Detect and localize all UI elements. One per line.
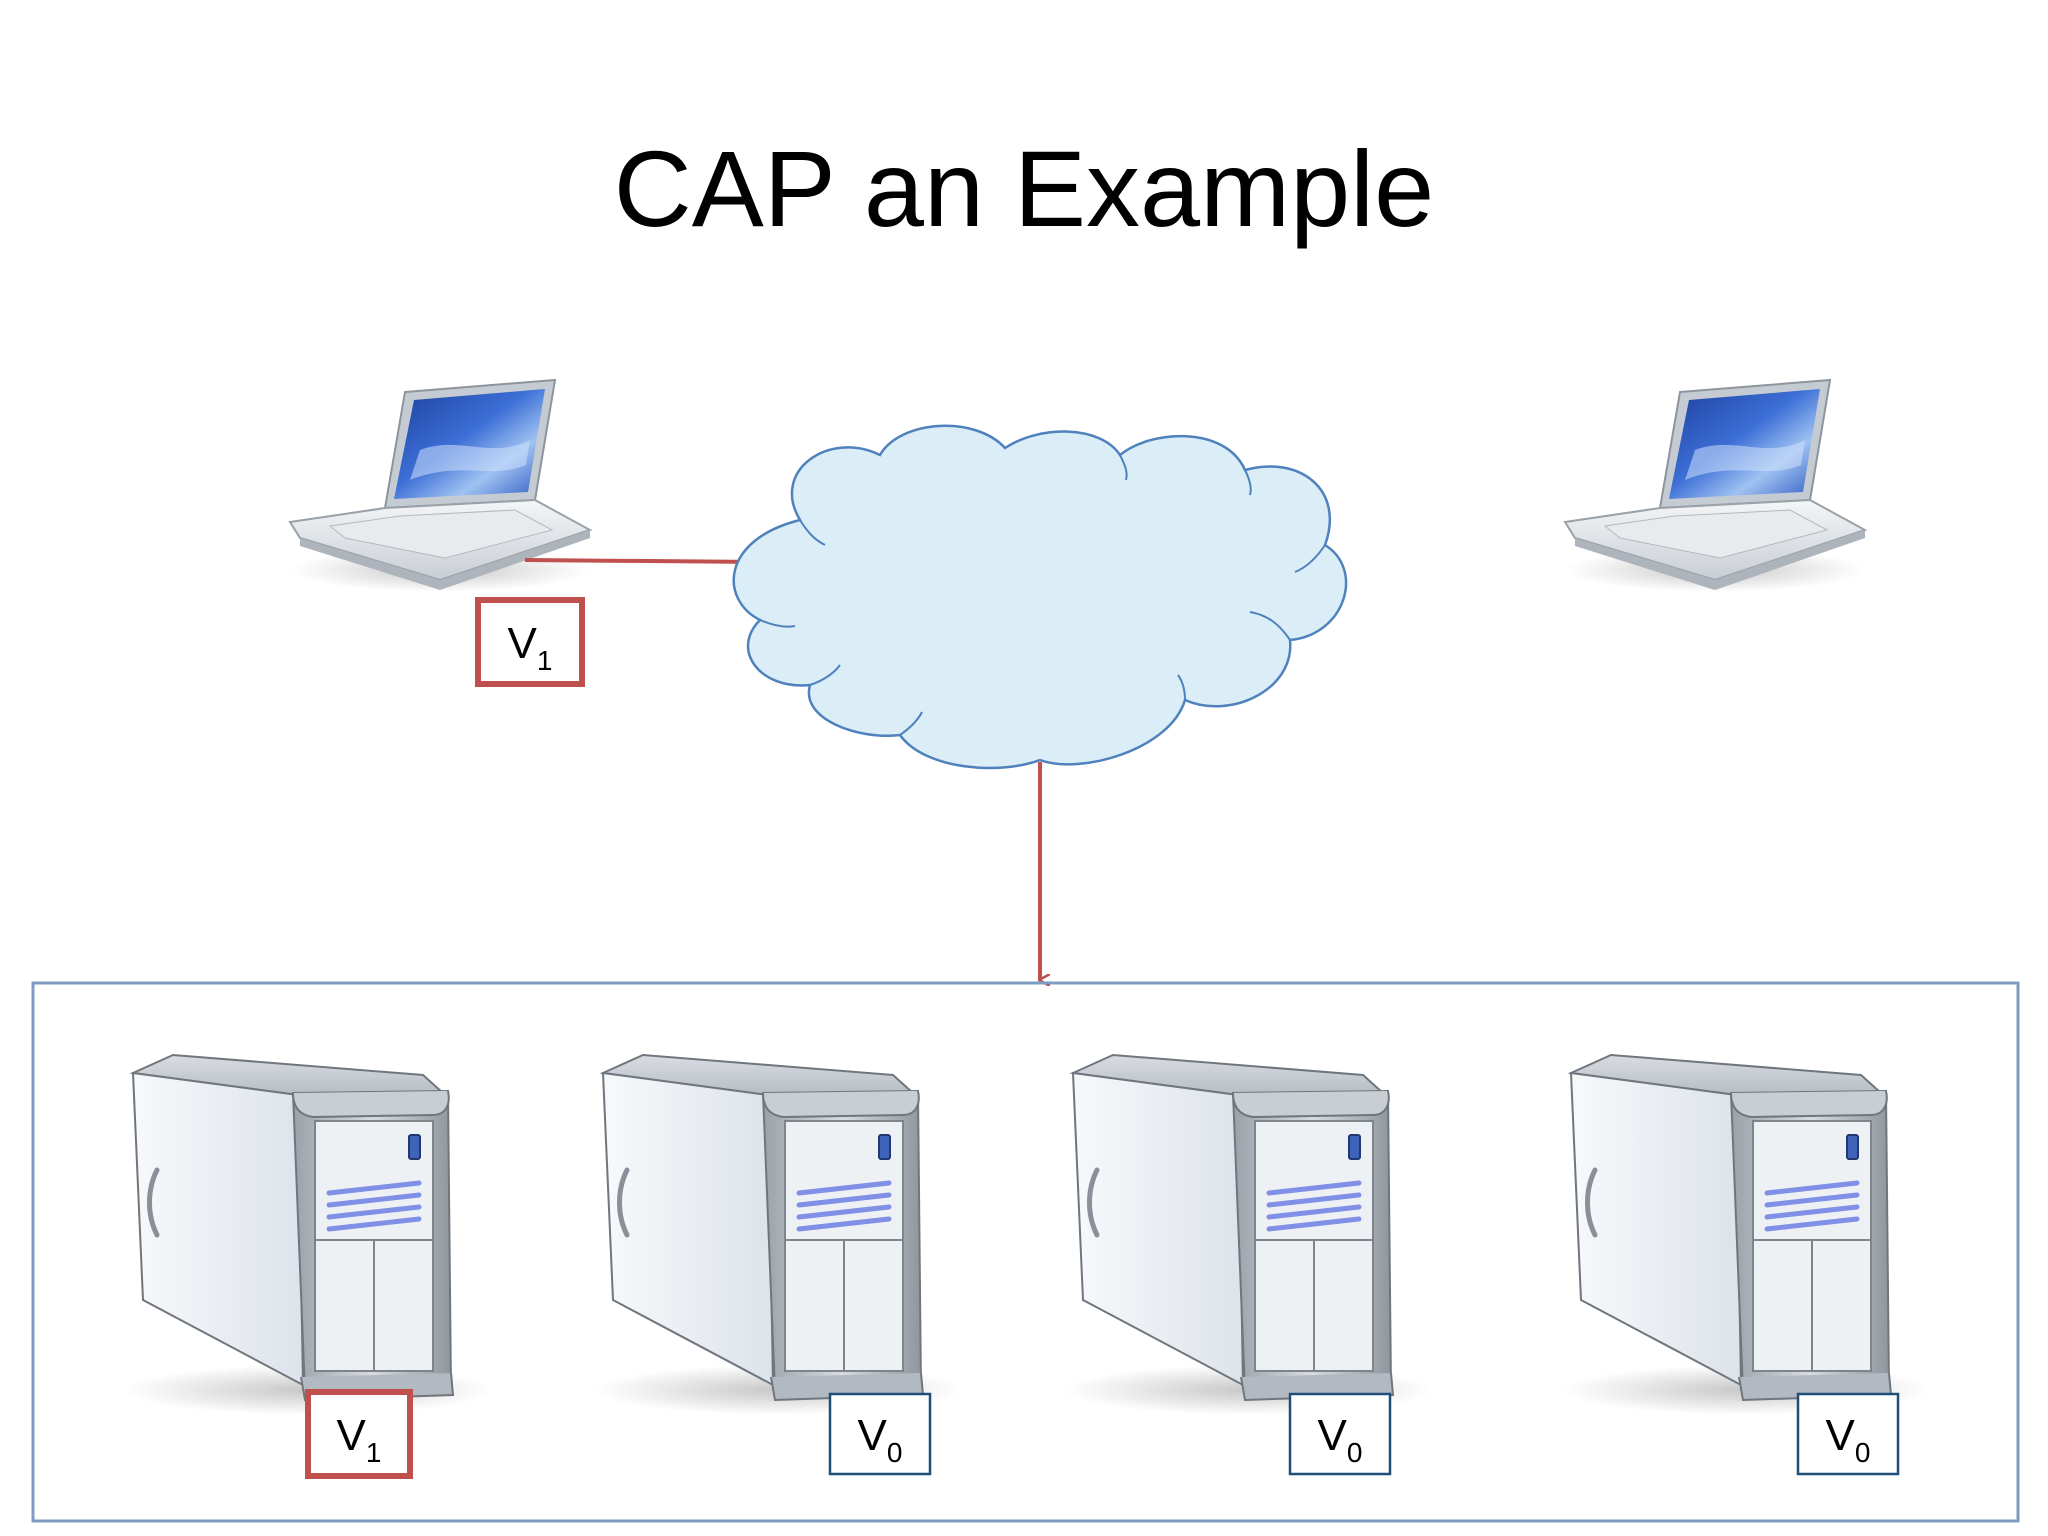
value-label: V [337,1411,367,1460]
value-subscript: 1 [366,1437,382,1468]
server-tower-icon [1063,1055,1433,1415]
value-subscript: 0 [1855,1437,1871,1468]
svg-text:V1: V1 [337,1411,382,1468]
svg-text:V0: V0 [858,1411,903,1468]
server-tower-icon [1561,1055,1931,1415]
server-value-box: V1 [305,1389,413,1479]
server-tower-icon [593,1055,963,1415]
value-label: V [1826,1411,1856,1460]
server-value-box: V0 [1288,1392,1392,1476]
client-connection-line [524,558,761,564]
laptop-icon [1564,379,1866,593]
value-label: V [508,619,538,668]
value-label: V [858,1411,888,1460]
svg-text:V1: V1 [508,619,553,676]
value-subscript: 0 [1347,1437,1363,1468]
cloud-icon [732,424,1348,770]
client-value-box: V1 [475,597,585,687]
server-tower-icon [123,1055,493,1415]
value-subscript: 0 [887,1437,903,1468]
server-value-box: V0 [828,1392,932,1476]
server-cluster [31,981,2020,1523]
server-value-box: V0 [1796,1392,1900,1476]
value-label: V [1318,1411,1348,1460]
svg-text:V0: V0 [1318,1411,1363,1468]
svg-text:V0: V0 [1826,1411,1871,1468]
slide-title: CAP an Example [614,128,1434,249]
value-subscript: 1 [537,645,553,676]
